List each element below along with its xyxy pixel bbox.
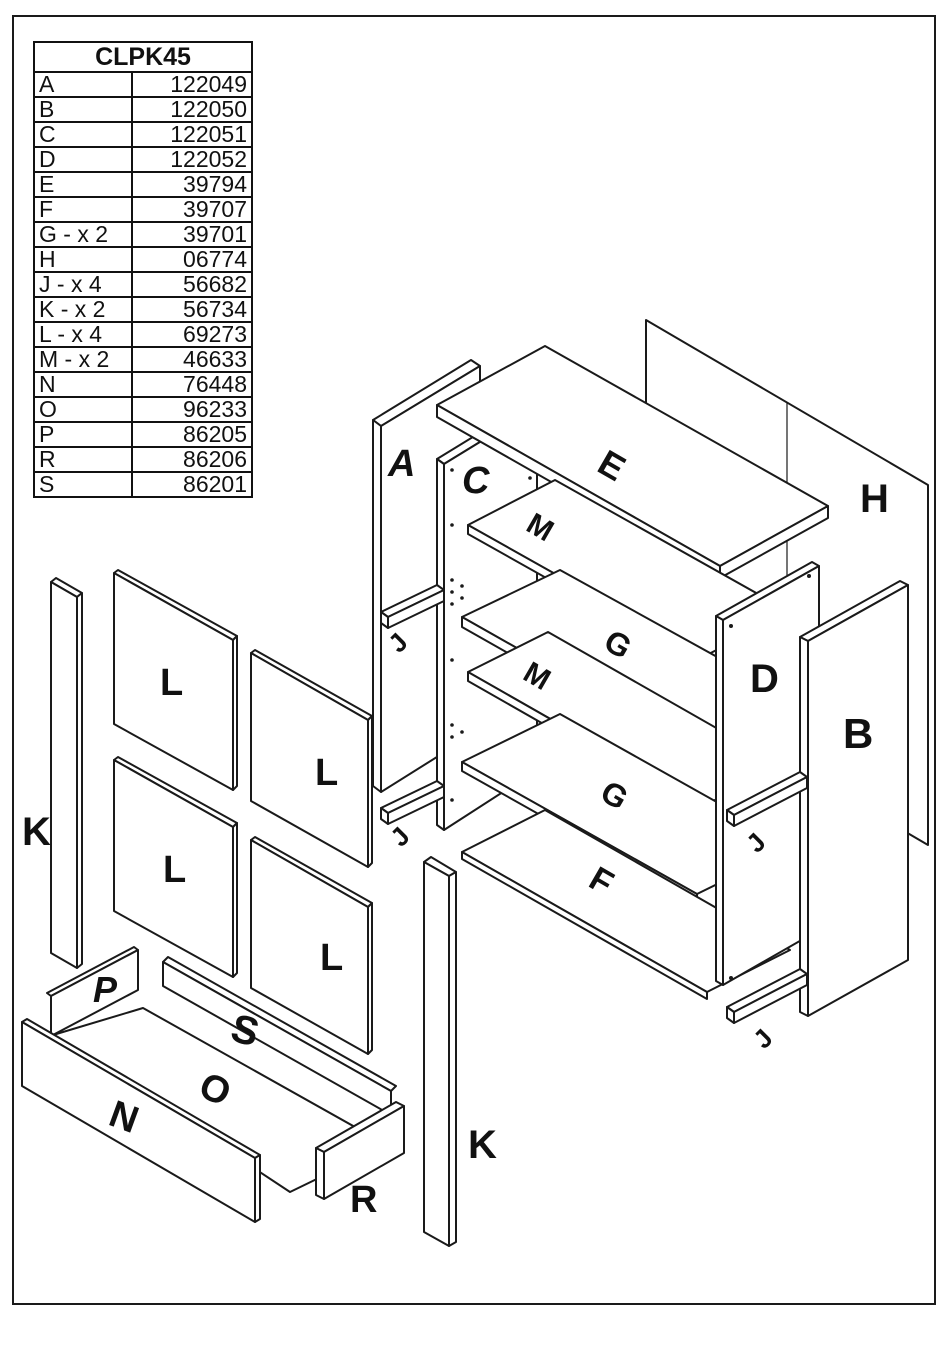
rail-K-center [424, 857, 456, 1246]
label-L-2: L [315, 752, 338, 794]
label-D: D [750, 657, 779, 701]
label-J4: J [747, 1023, 778, 1054]
label-B: B [843, 710, 873, 757]
label-K-left: K [22, 810, 51, 854]
strip-J4 [727, 969, 807, 1023]
panel-B [800, 581, 908, 1016]
label-L-1: L [160, 662, 183, 704]
rail-K-left [51, 578, 82, 968]
label-C: C [462, 460, 490, 502]
label-H: H [860, 477, 889, 521]
label-P: P [93, 969, 118, 1010]
label-K-center: K [468, 1123, 497, 1167]
door-L-2 [251, 650, 372, 867]
label-J2: J [384, 821, 415, 852]
label-L-3: L [163, 849, 186, 891]
label-L-4: L [320, 937, 343, 979]
strip-J2 [381, 781, 444, 824]
label-R: R [350, 1179, 377, 1221]
label-A: A [387, 443, 415, 485]
